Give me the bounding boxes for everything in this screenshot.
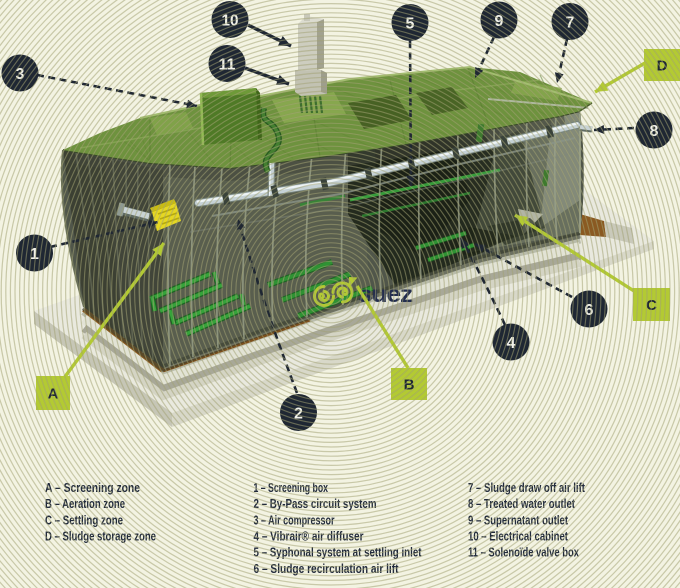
svg-text:7 – Sludge draw off air lift: 7 – Sludge draw off air lift bbox=[468, 481, 586, 495]
svg-text:3 – Air compressor: 3 – Air compressor bbox=[254, 513, 335, 527]
svg-text:3: 3 bbox=[16, 66, 25, 83]
svg-text:11: 11 bbox=[219, 57, 236, 74]
svg-text:B: B bbox=[404, 377, 415, 394]
svg-text:4 – Vibrair® air diffuser: 4 – Vibrair® air diffuser bbox=[254, 530, 364, 544]
svg-text:8 – Treated water outlet: 8 – Treated water outlet bbox=[468, 497, 576, 511]
svg-text:5 – Syphonal system at settlin: 5 – Syphonal system at settling inlet bbox=[254, 546, 423, 560]
svg-text:6 – Sludge recirculation air l: 6 – Sludge recirculation air lift bbox=[254, 562, 400, 576]
svg-text:10: 10 bbox=[222, 13, 239, 30]
svg-text:9: 9 bbox=[495, 13, 504, 30]
svg-text:8: 8 bbox=[650, 123, 659, 140]
svg-text:D – Sludge storage zone: D – Sludge storage zone bbox=[45, 530, 156, 544]
svg-text:2 – By-Pass circuit system: 2 – By-Pass circuit system bbox=[254, 497, 377, 511]
svg-text:7: 7 bbox=[566, 15, 575, 32]
svg-text:6: 6 bbox=[585, 302, 594, 319]
svg-text:D: D bbox=[657, 58, 668, 75]
svg-text:1: 1 bbox=[30, 246, 39, 263]
svg-text:5: 5 bbox=[406, 16, 415, 33]
svg-text:2: 2 bbox=[294, 406, 303, 423]
svg-text:11 – Solenoïde valve box: 11 – Solenoïde valve box bbox=[468, 546, 579, 560]
svg-text:9 – Supernatant outlet: 9 – Supernatant outlet bbox=[468, 513, 569, 527]
svg-text:10 – Electrical cabinet: 10 – Electrical cabinet bbox=[468, 530, 569, 544]
svg-text:4: 4 bbox=[507, 335, 516, 352]
svg-text:B – Aeration zone: B – Aeration zone bbox=[45, 497, 125, 511]
svg-text:1 – Screening box: 1 – Screening box bbox=[254, 481, 329, 495]
svg-text:C: C bbox=[646, 297, 657, 314]
svg-text:A: A bbox=[48, 386, 59, 403]
svg-text:A – Screening zone: A – Screening zone bbox=[45, 481, 140, 495]
svg-text:C – Settling zone: C – Settling zone bbox=[45, 513, 123, 527]
